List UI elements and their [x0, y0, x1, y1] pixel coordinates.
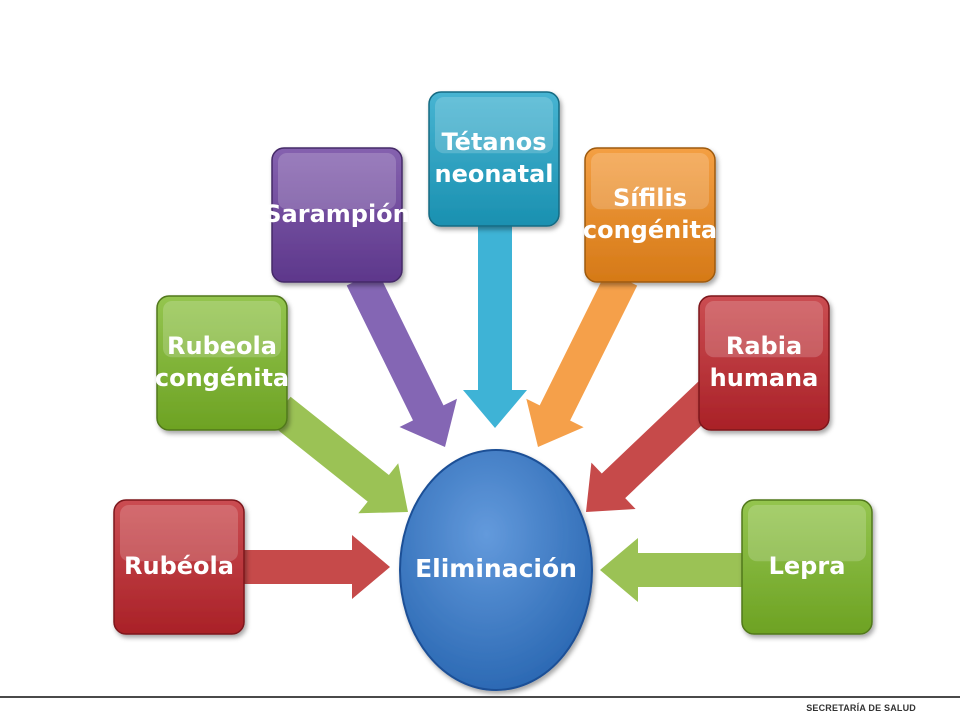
node-label-sarampion: Sarampión [264, 200, 410, 228]
node-box-rabia-humana [698, 295, 830, 431]
node-lepra: Lepra [741, 499, 873, 635]
node-label-sifilis-congenita: congénita [583, 216, 717, 244]
node-box-rubeola [113, 499, 245, 635]
arrow-rubeola [242, 535, 390, 599]
node-gloss-sarampion [278, 153, 396, 210]
node-label-tetanos-neonatal: Tétanos [442, 128, 547, 156]
node-box-lepra [741, 499, 873, 635]
node-gloss-lepra [748, 505, 866, 562]
node-gloss-rubeola-congenita [163, 301, 281, 358]
node-label-tetanos-neonatal: neonatal [434, 160, 553, 188]
arrow-rubeola-congenita [269, 396, 408, 514]
node-box-sifilis-congenita [584, 147, 716, 283]
node-box-tetanos-neonatal [428, 91, 560, 227]
arrow-rabia-humana [586, 379, 724, 512]
node-label-rabia-humana: Rabia [726, 332, 802, 360]
node-label-lepra: Lepra [769, 552, 846, 580]
node-gloss-sifilis-congenita [591, 153, 709, 210]
node-label-rubeola-congenita: congénita [155, 364, 289, 392]
node-label-rabia-humana: humana [710, 364, 819, 392]
node-tetanos-neonatal: Tétanos neonatal [428, 91, 560, 227]
arrow-lepra [600, 538, 742, 602]
node-sifilis-congenita: Sífilis congénita [583, 147, 717, 283]
arrows-layer [242, 226, 742, 602]
arrow-sifilis-congenita [526, 270, 638, 447]
node-rubeola: Rubéola [113, 499, 245, 635]
center-node: Eliminación [399, 449, 593, 691]
node-sarampion: Sarampión [264, 147, 410, 283]
node-box-rubeola-congenita [156, 295, 288, 431]
node-rubeola-congenita: Rubeola congénita [155, 295, 289, 431]
footer-label: SECRETARÍA DE SALUD [806, 703, 916, 713]
arrow-tetanos-neonatal [463, 226, 527, 428]
center-ellipse [399, 449, 593, 691]
arrow-sarampion [346, 270, 457, 447]
node-box-sarampion [271, 147, 403, 283]
node-gloss-tetanos-neonatal [435, 97, 553, 154]
node-gloss-rabia-humana [705, 301, 823, 358]
footer-divider [0, 696, 960, 698]
center-label: Eliminación [415, 554, 577, 583]
node-gloss-rubeola [120, 505, 238, 562]
boxes-layer: Rubéola Rubeola congénita Sarampión Tétanos n… [113, 91, 873, 635]
node-rabia-humana: Rabia humana [698, 295, 830, 431]
node-label-sifilis-congenita: Sífilis [613, 184, 687, 212]
node-label-rubeola: Rubéola [124, 552, 234, 580]
node-label-rubeola-congenita: Rubeola [167, 332, 277, 360]
